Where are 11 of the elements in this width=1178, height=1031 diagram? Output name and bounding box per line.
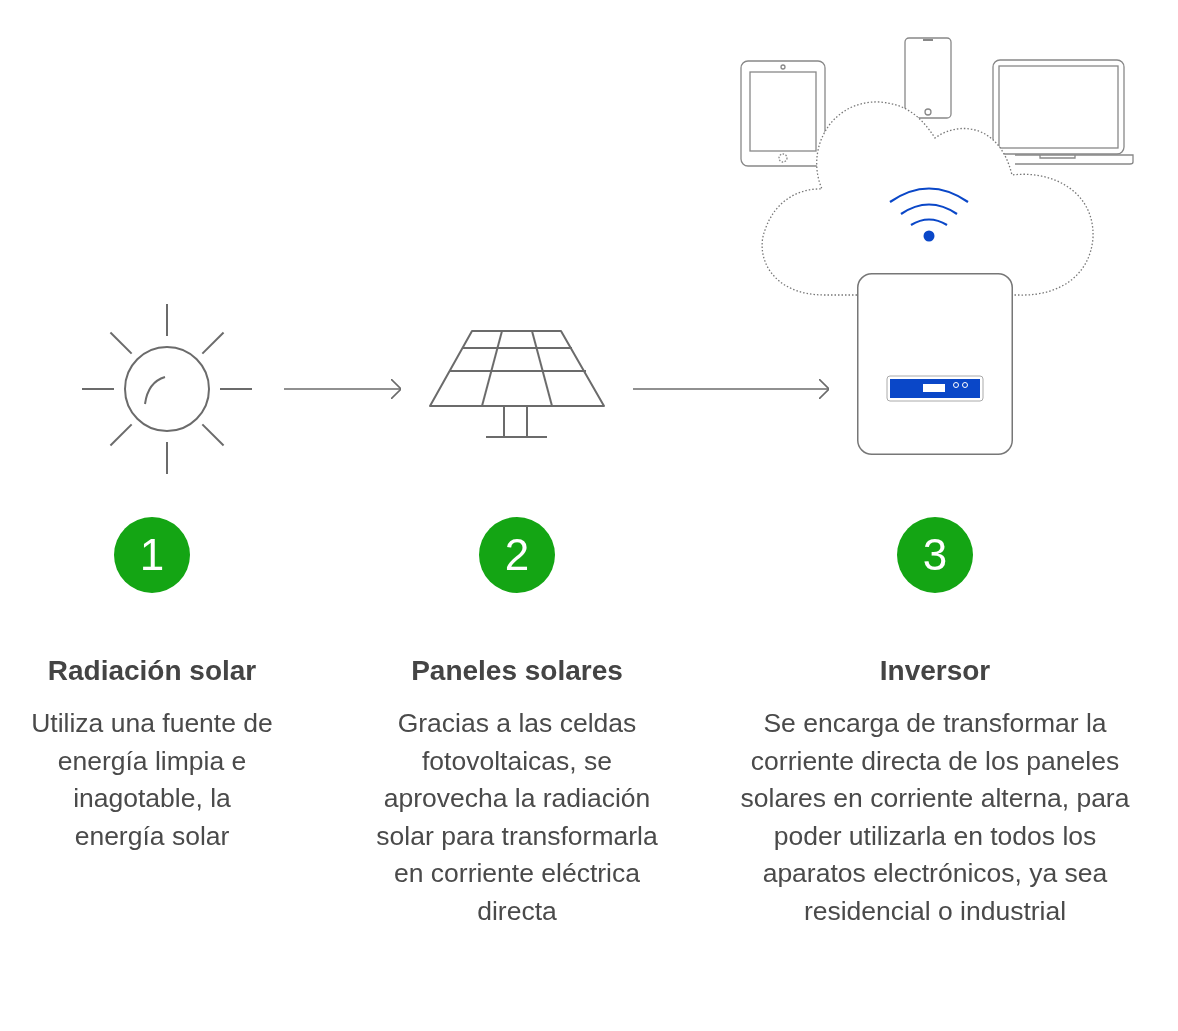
step-description: Utiliza una fuente de energía limpia e inagotable, la energía solar bbox=[30, 707, 274, 853]
step-description: Gracias a las celdas fotovoltaicas, se aprovecha la radiación solar para transformarla en corriente eléctrica directa bbox=[375, 707, 659, 928]
step-description: Se encarga de transformar la corriente directa de los paneles solares en corriente alterna, para poder utilizarla en todos los aparatos electrónicos, ya sea residencial o industrial bbox=[739, 707, 1131, 928]
arrow bbox=[632, 378, 830, 400]
step-title: Inversor bbox=[878, 655, 992, 687]
step-number: 2 bbox=[479, 517, 555, 593]
step-number: 1 bbox=[114, 517, 190, 593]
step-number: 3 bbox=[897, 517, 973, 593]
step-title: Paneles solares bbox=[410, 655, 624, 687]
arrow bbox=[283, 378, 402, 400]
step-title: Radiación solar bbox=[46, 655, 258, 687]
